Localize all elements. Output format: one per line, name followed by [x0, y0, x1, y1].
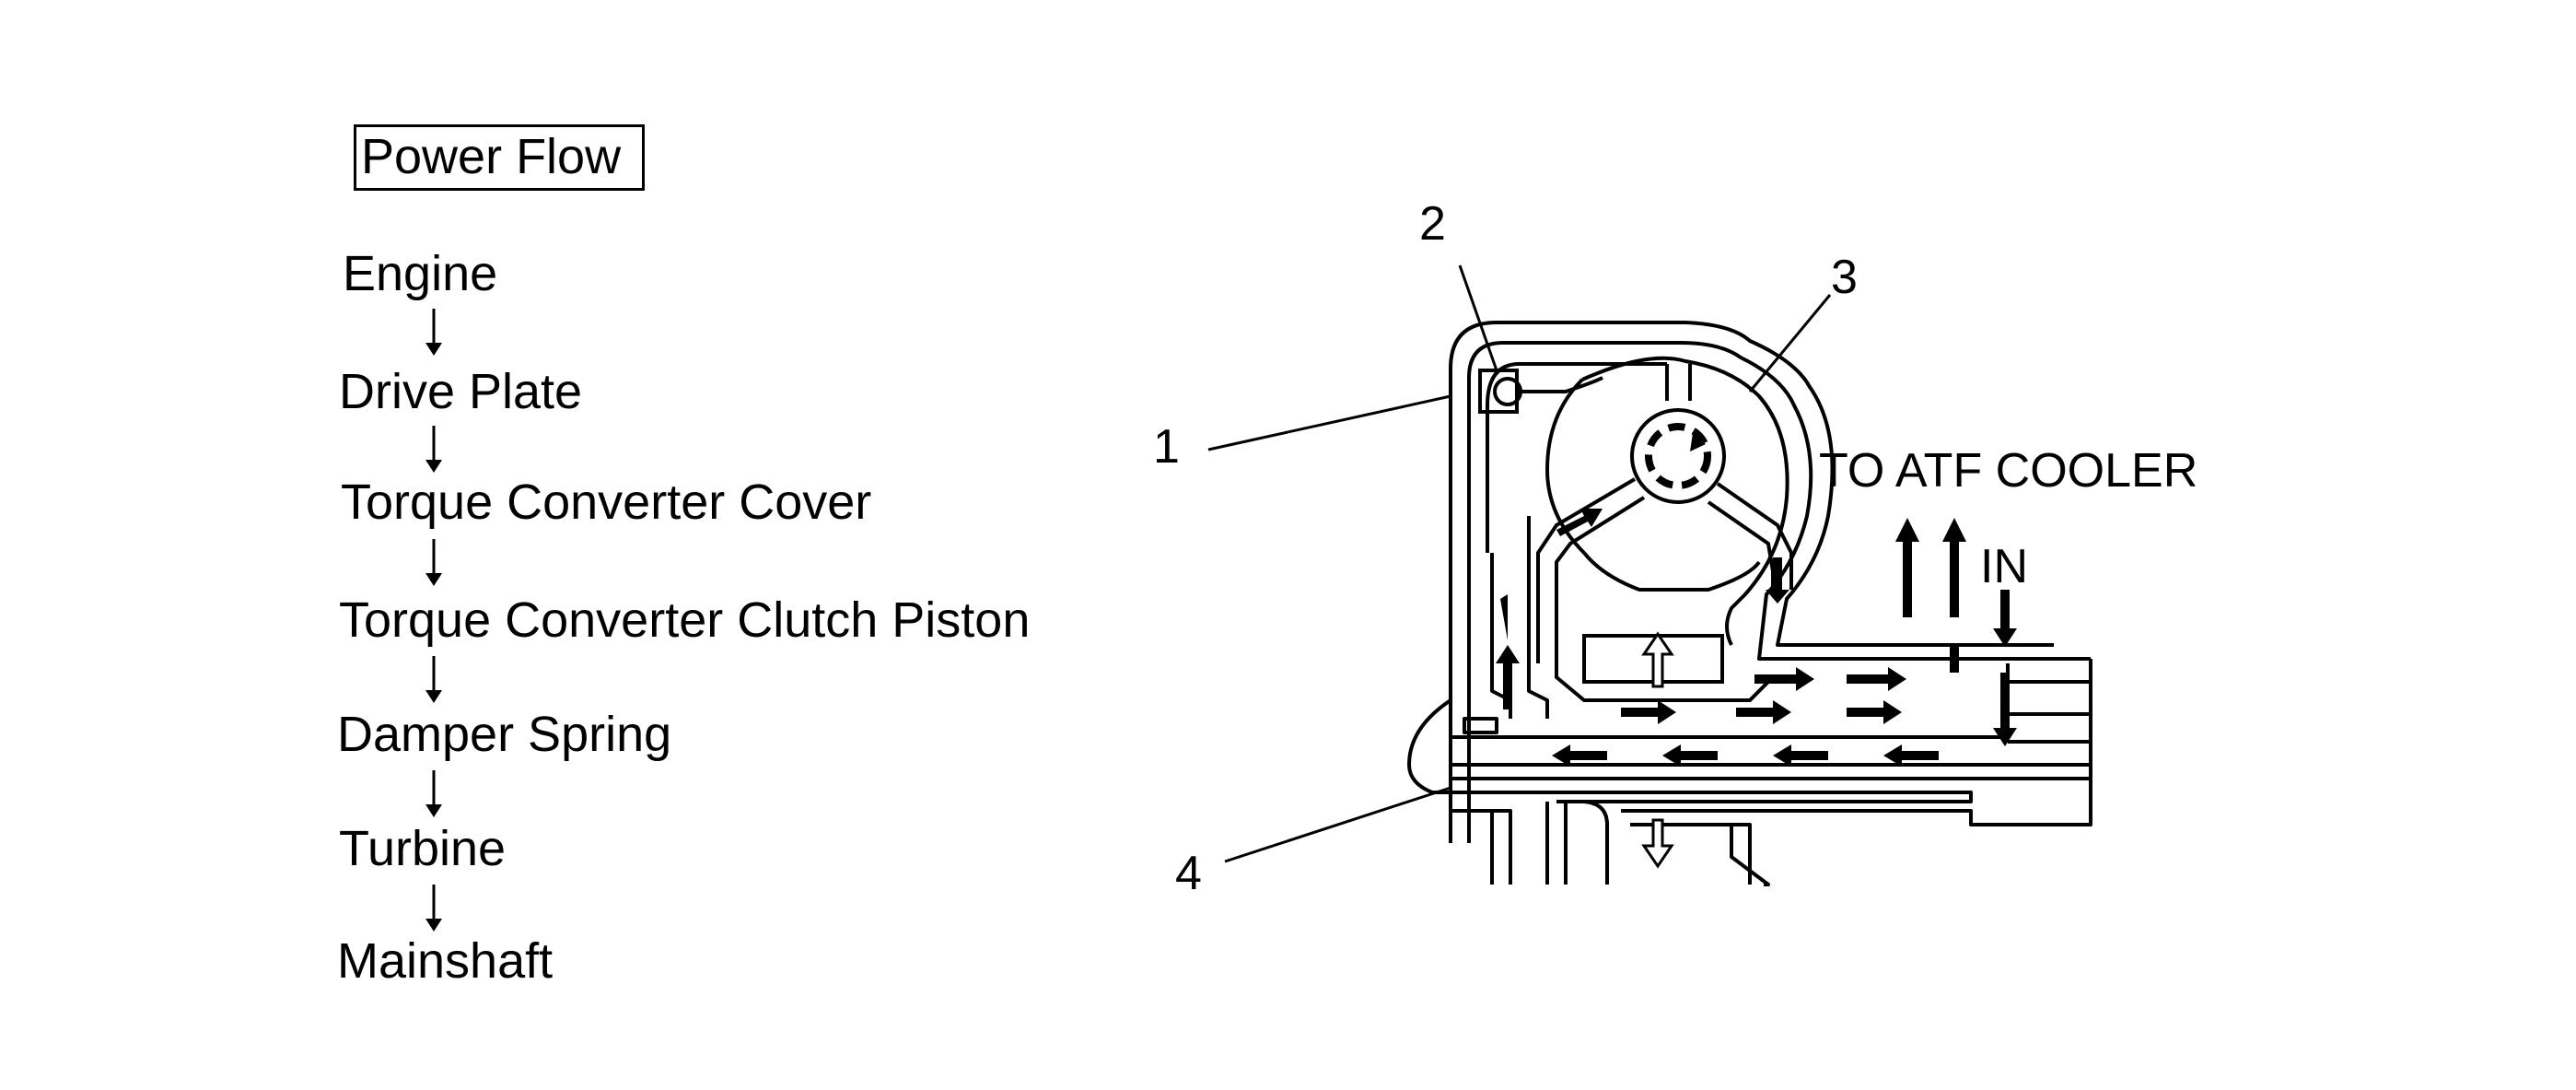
flow-step-drive-plate: Drive Plate	[339, 364, 583, 419]
callout-leaders	[1207, 264, 1832, 863]
flow-arrow-3	[425, 539, 442, 586]
flow-step-damper-spring: Damper Spring	[337, 707, 672, 762]
flow-arrow-4	[425, 656, 442, 703]
hollow-arrows	[1641, 631, 1674, 869]
flow-step-clutch-piston: Torque Converter Clutch Piston	[339, 592, 1031, 648]
flow-arrow-5	[425, 770, 442, 817]
converter-torus	[1536, 356, 1793, 702]
fluid-flow-arrows	[1496, 509, 2017, 767]
power-flow-title-box	[354, 124, 645, 191]
callout-2: 2	[1419, 197, 1446, 251]
power-flow-arrows	[425, 309, 442, 932]
callout-4: 4	[1175, 847, 1202, 900]
in-label: IN	[1980, 540, 2028, 593]
to-atf-cooler-label: TO ATF COOLER	[1819, 444, 2197, 498]
callout-3: 3	[1831, 251, 1858, 304]
flow-step-torque-converter-cover: Torque Converter Cover	[341, 475, 872, 530]
converter-housing	[1407, 321, 2092, 886]
power-flow-title: Power Flow	[361, 129, 622, 184]
flow-step-engine: Engine	[343, 246, 498, 301]
callout-1: 1	[1153, 420, 1180, 474]
flow-arrow-6	[425, 885, 442, 932]
circulation-arrows	[1645, 423, 1711, 489]
flow-step-turbine: Turbine	[339, 821, 507, 876]
flow-arrow-2	[425, 426, 442, 473]
flow-arrow-1	[425, 309, 442, 356]
circulation-arrowhead	[1690, 433, 1706, 451]
check-ball	[1478, 369, 1603, 414]
flow-step-mainshaft: Mainshaft	[337, 933, 554, 989]
